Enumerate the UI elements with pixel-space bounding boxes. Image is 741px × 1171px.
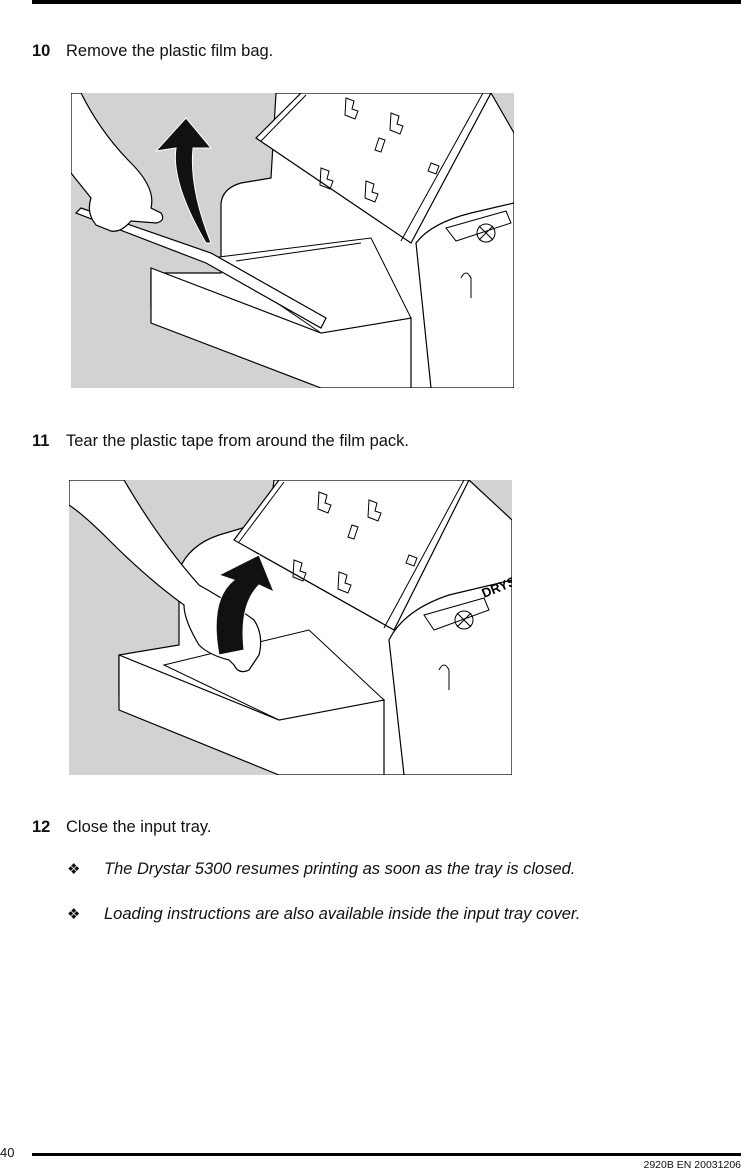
figure-tear-tape: DRYST (69, 480, 512, 775)
printer-illustration: DRYST (69, 480, 512, 775)
step-text: Remove the plastic film bag. (66, 42, 273, 60)
note-text: The Drystar 5300 resumes printing as soo… (104, 860, 575, 878)
printer-illustration (71, 93, 514, 388)
footer-rule (32, 1153, 741, 1156)
page-number: 40 (0, 1145, 14, 1160)
diamond-bullet-icon: ❖ (67, 860, 104, 878)
figure-remove-film-bag (71, 93, 514, 388)
document-code: 2920B EN 20031206 (644, 1159, 741, 1171)
note-item: ❖Loading instructions are also available… (67, 905, 580, 924)
note-item: ❖The Drystar 5300 resumes printing as so… (67, 860, 575, 879)
header-rule (32, 0, 741, 4)
diamond-bullet-icon: ❖ (67, 905, 104, 923)
step-number: 12 (32, 818, 66, 837)
step-text: Close the input tray. (66, 818, 212, 836)
step-number: 11 (32, 432, 66, 451)
step-text: Tear the plastic tape from around the fi… (66, 432, 409, 450)
note-text: Loading instructions are also available … (104, 905, 580, 923)
step-number: 10 (32, 42, 66, 61)
